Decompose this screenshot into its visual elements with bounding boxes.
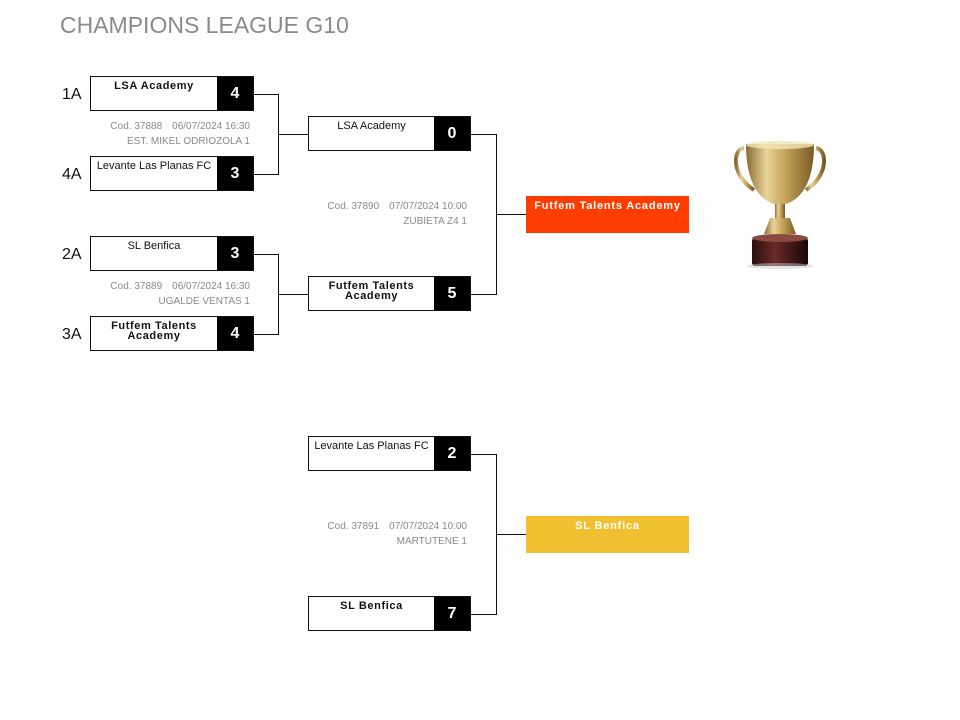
match-venue: ZUBIETA Z4 1 [403,216,467,227]
match-team-slot[interactable]: SL Benfica 3 [90,236,254,271]
team-score: 5 [434,277,470,310]
bracket-connector [496,534,526,535]
match-team-slot[interactable]: Futfem Talents Academy 4 [90,316,254,351]
team-score: 3 [217,237,253,270]
bracket-connector [471,454,496,455]
trophy-icon [733,141,827,269]
seed-label: 3A [62,326,82,343]
bracket-connector [254,94,278,95]
team-name: SL Benfica [340,600,403,612]
bracket-connector [278,134,308,135]
match-datetime: 07/07/2024 10:00 [389,201,467,212]
bracket-connector [471,614,496,615]
team-name: LSA Academy [337,120,406,132]
match-team-slot[interactable]: Levante Las Planas FC 2 [308,436,471,471]
third-place-winner-box: SL Benfica [526,516,689,553]
match-team-slot[interactable]: LSA Academy 0 [308,116,471,151]
champion-box: Futfem Talents Academy [526,196,689,233]
bracket-connector [471,134,496,135]
team-name: Levante Las Planas FC [96,160,212,172]
match-venue: UGALDE VENTAS 1 [158,296,250,307]
match-venue: EST. MIKEL ODRIOZOLA 1 [127,136,250,147]
seed-label: 1A [62,86,82,103]
bracket-connector [278,294,308,295]
match-team-slot[interactable]: Futfem Talents Academy 5 [308,276,471,311]
match-code: Cod. 37891 [327,521,380,532]
seed-label: 4A [62,166,82,183]
page-title: CHAMPIONS LEAGUE G10 [60,12,349,38]
match-team-slot[interactable]: SL Benfica 7 [308,596,471,631]
team-score: 4 [217,317,253,350]
match-venue: MARTUTENE 1 [396,536,467,547]
match-info: Cod. 37889 06/07/2024 16:30 UGALDE VENTAS… [50,279,250,309]
match-team-slot[interactable]: Levante Las Planas FC 3 [90,156,254,191]
team-score: 3 [217,157,253,190]
match-datetime: 07/07/2024 10:00 [389,521,467,532]
match-team-slot[interactable]: LSA Academy 4 [90,76,254,111]
match-code: Cod. 37889 [110,281,163,292]
match-datetime: 06/07/2024 16:30 [172,121,250,132]
team-name: SL Benfica [127,240,181,252]
team-name: Futfem Talents Academy [328,280,415,302]
match-datetime: 06/07/2024 16:30 [172,281,250,292]
bracket-connector [254,334,278,335]
team-name: Futfem Talents Academy [111,320,197,342]
match-code: Cod. 37890 [327,201,380,212]
match-code: Cod. 37888 [110,121,163,132]
match-info: Cod. 37890 07/07/2024 10:00 ZUBIETA Z4 1 [267,199,467,229]
team-score: 4 [217,77,253,110]
seed-label: 2A [62,246,82,263]
bracket-connector [254,174,278,175]
match-info: Cod. 37888 06/07/2024 16:30 EST. MIKEL OD… [50,119,250,149]
team-score: 0 [434,117,470,150]
bracket-connector [496,214,526,215]
team-score: 7 [434,597,470,630]
team-score: 2 [434,437,470,470]
team-name: Levante Las Planas FC [314,440,429,452]
bracket-connector [254,254,278,255]
bracket-connector [471,294,496,295]
team-name: LSA Academy [114,80,194,92]
match-info: Cod. 37891 07/07/2024 10:00 MARTUTENE 1 [267,519,467,549]
